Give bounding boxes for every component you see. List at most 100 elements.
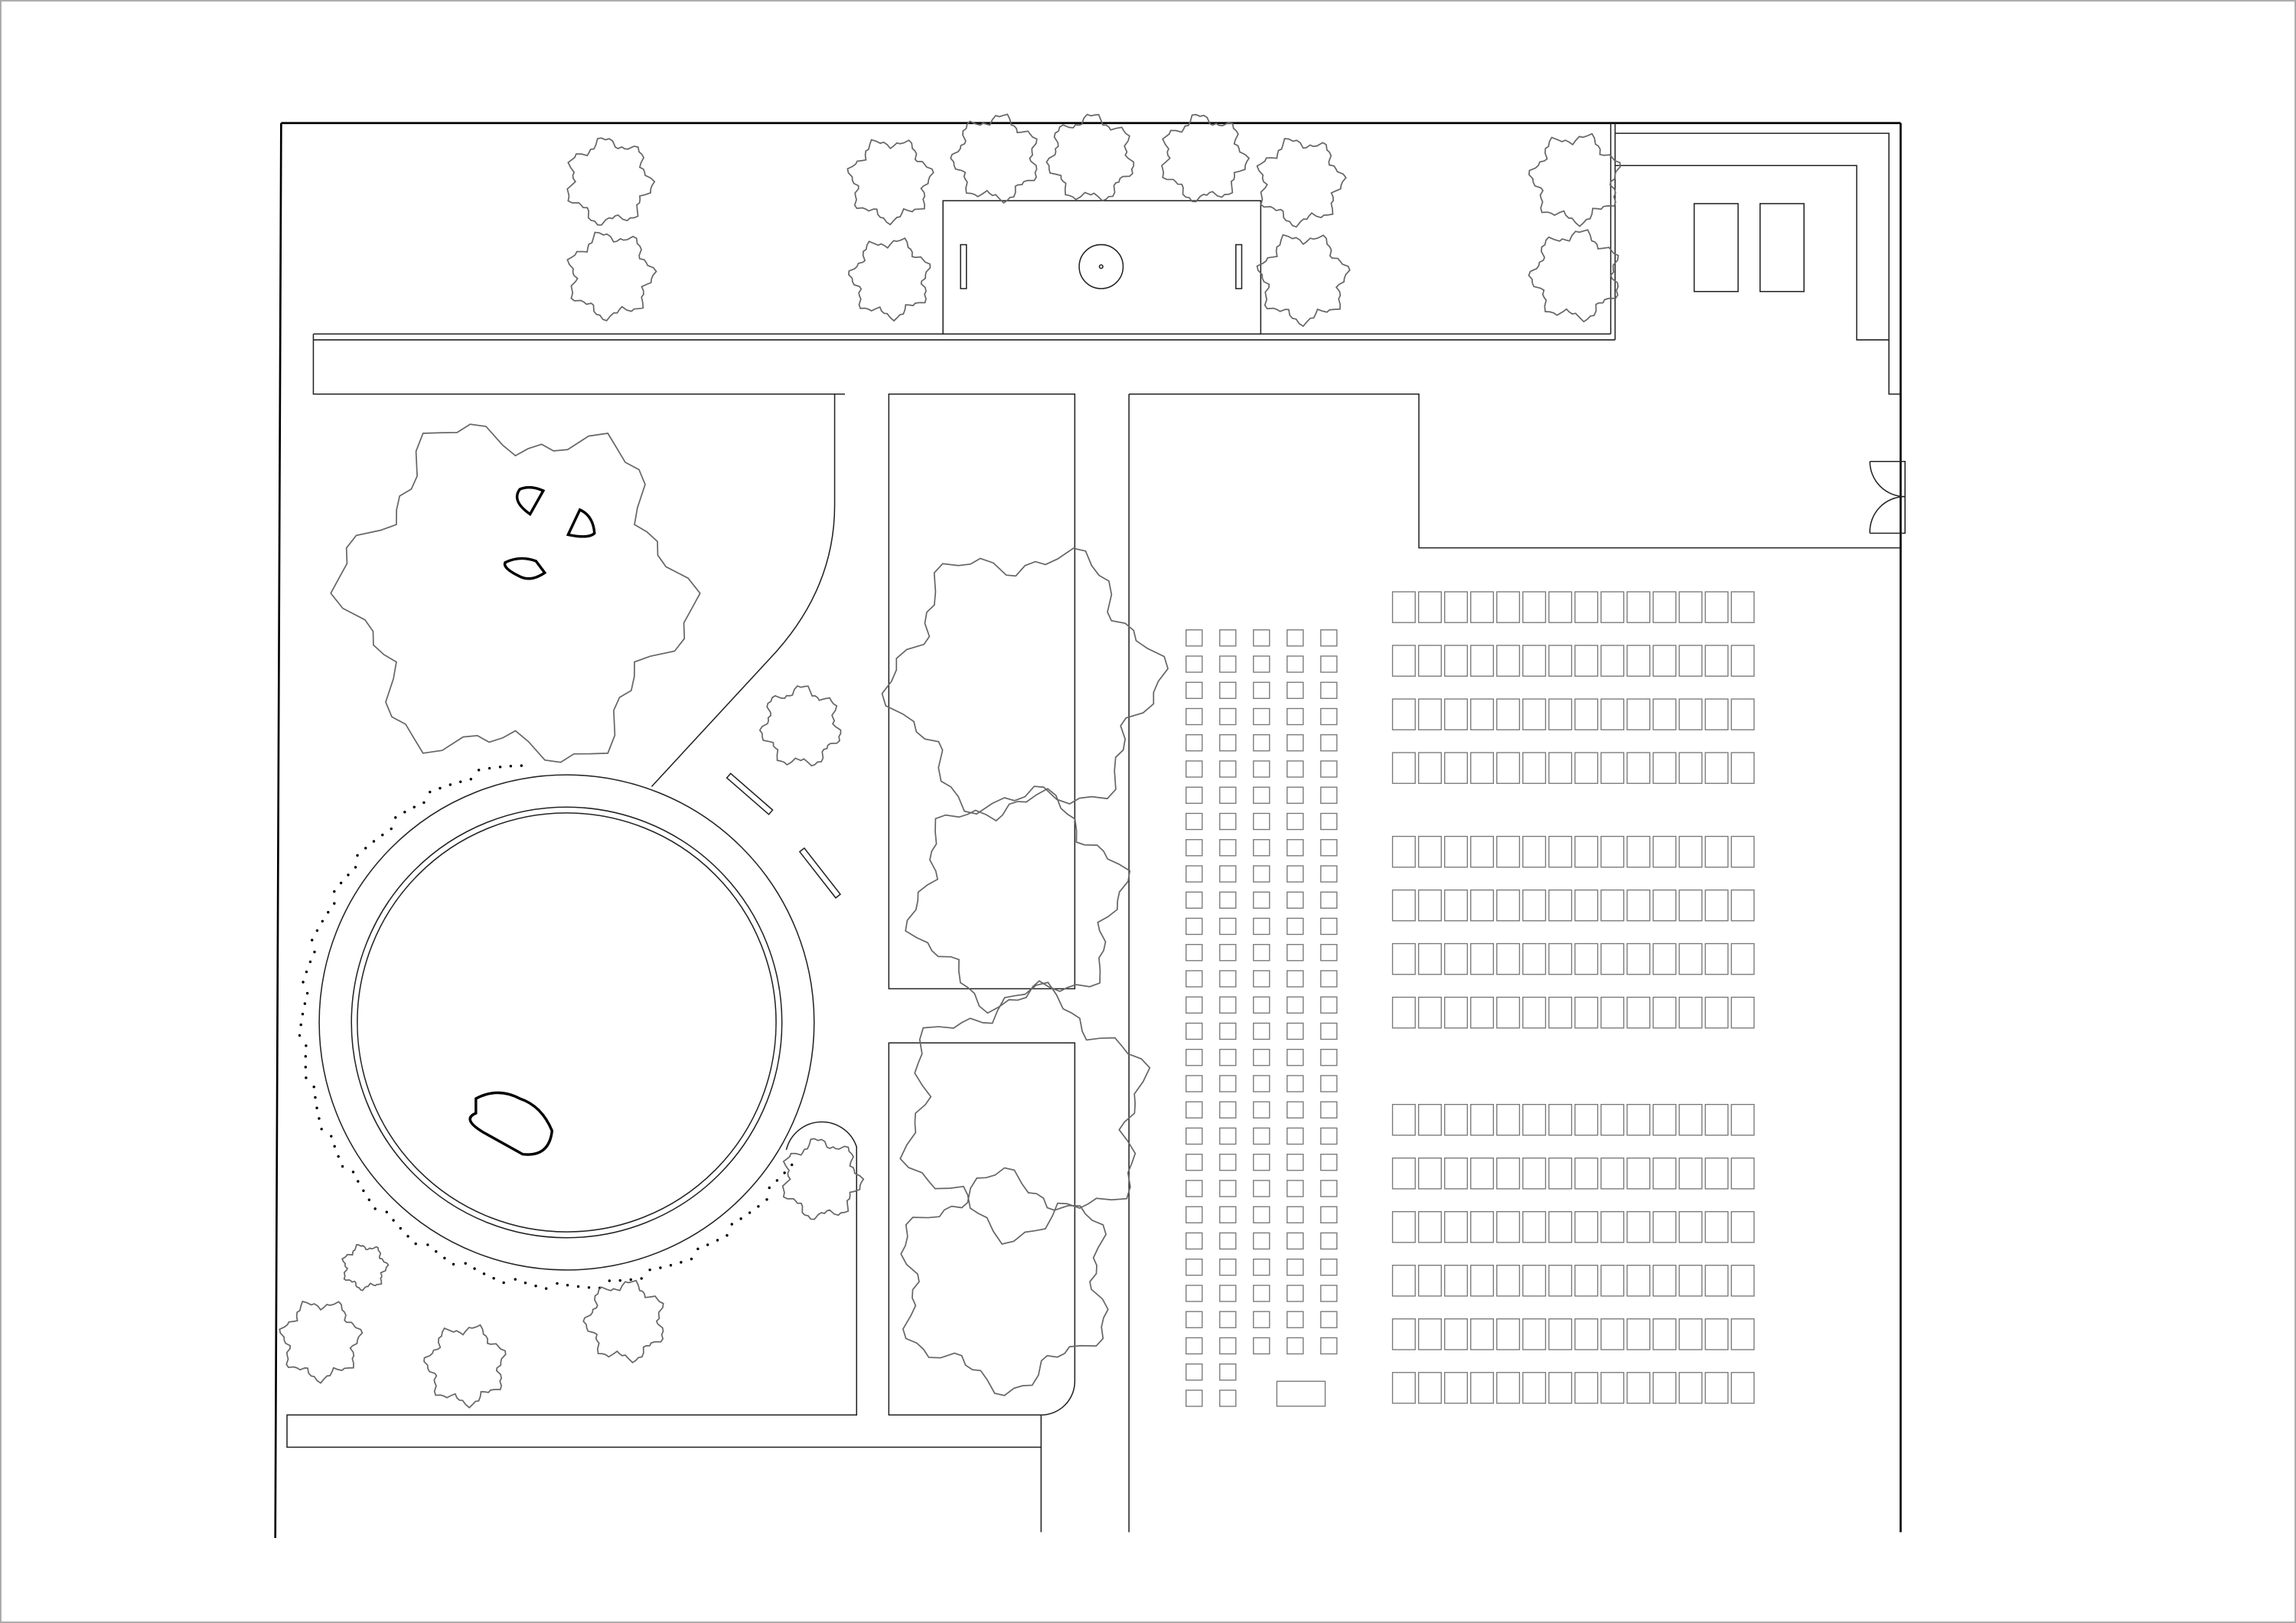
planting-dot xyxy=(301,1012,305,1016)
chair xyxy=(1320,760,1338,778)
tree-icon xyxy=(1528,229,1619,323)
bench-seat xyxy=(1600,835,1625,868)
bench-seat xyxy=(1652,1158,1677,1190)
chair xyxy=(1287,891,1304,909)
tree-icon xyxy=(1256,138,1347,228)
bench-seat xyxy=(1600,1265,1625,1297)
planting-dot xyxy=(429,790,432,794)
bench-seat xyxy=(1417,1158,1442,1190)
bench-seat xyxy=(1730,1158,1755,1190)
bench-seat xyxy=(1417,1103,1442,1136)
entrance-door[interactable] xyxy=(1869,460,1906,534)
planting-dot xyxy=(308,960,312,964)
bench-seat xyxy=(1600,1103,1625,1136)
bench-seat xyxy=(1391,835,1416,868)
bench-seat xyxy=(1652,835,1677,868)
chair xyxy=(1219,996,1237,1014)
planting-dot xyxy=(327,910,330,914)
planting-dot xyxy=(556,1282,559,1285)
chair xyxy=(1186,760,1203,778)
bench-seat xyxy=(1391,698,1416,730)
bench-seat xyxy=(1470,1158,1495,1190)
bench-seat xyxy=(1652,996,1677,1029)
bench-seat xyxy=(1626,752,1651,784)
bench-seat xyxy=(1391,1158,1416,1190)
bench-seat xyxy=(1443,1211,1468,1243)
bench-seat xyxy=(1522,835,1547,868)
bench-seat xyxy=(1704,942,1729,975)
chair xyxy=(1320,996,1338,1014)
bench-seat xyxy=(1704,1372,1729,1404)
bench-seat xyxy=(1522,996,1547,1029)
bench-seat xyxy=(1652,1211,1677,1243)
chair xyxy=(1186,655,1203,673)
bench-seat xyxy=(1574,1158,1599,1190)
chair xyxy=(1287,1049,1304,1066)
rocks xyxy=(468,485,596,1156)
bench-seat xyxy=(1574,752,1599,784)
chair xyxy=(1219,970,1237,988)
planting-dot xyxy=(566,1284,569,1287)
planting-dot xyxy=(576,1285,580,1288)
chair xyxy=(1253,944,1270,962)
bench-seat xyxy=(1626,835,1651,868)
bench-seat xyxy=(1391,591,1416,623)
planting-dot xyxy=(337,1154,340,1158)
bench-seat xyxy=(1730,698,1755,730)
planting-dot xyxy=(790,1163,794,1167)
planting-dot xyxy=(464,1262,467,1265)
bench-seat xyxy=(1600,1318,1625,1350)
tree-icon xyxy=(1528,132,1621,227)
bench-seat xyxy=(1470,1265,1495,1297)
bench-seat xyxy=(1704,645,1729,677)
planting-dot xyxy=(303,1002,307,1005)
planting-dot xyxy=(381,833,384,837)
chair xyxy=(1186,865,1203,883)
chair xyxy=(1320,655,1338,673)
planting-dot xyxy=(443,1256,446,1260)
chair xyxy=(1186,1232,1203,1250)
bench-seat xyxy=(1730,835,1755,868)
bench-seat xyxy=(1470,889,1495,922)
planting-dot xyxy=(544,1287,548,1290)
planting-dot xyxy=(783,1171,786,1174)
planting-dot xyxy=(640,1277,643,1280)
rock xyxy=(566,508,596,538)
bench-seat xyxy=(1443,942,1468,975)
bench-seat xyxy=(1522,645,1547,677)
chair xyxy=(1219,707,1237,726)
bench-seat xyxy=(1652,942,1677,975)
bench-seat xyxy=(1443,835,1468,868)
bench-seat xyxy=(1626,1318,1651,1350)
chair xyxy=(1287,1232,1304,1250)
chair xyxy=(1219,1259,1237,1276)
bench-seat xyxy=(1730,645,1755,677)
bench-seat xyxy=(1548,996,1573,1029)
bench-seat xyxy=(1626,996,1651,1029)
chair xyxy=(1320,1022,1338,1040)
bench-seat xyxy=(1443,752,1468,784)
planting-dot xyxy=(356,854,359,857)
bench-seat xyxy=(1574,591,1599,623)
planting-dot xyxy=(414,1242,417,1246)
tree-icon xyxy=(566,231,657,322)
bench-seat xyxy=(1600,591,1625,623)
chair xyxy=(1219,734,1237,752)
bench-seat xyxy=(1548,1318,1573,1350)
chair xyxy=(1253,1232,1270,1250)
planting-dot xyxy=(315,929,319,932)
planting-dot xyxy=(439,786,442,790)
bench-seat xyxy=(1704,1158,1729,1190)
planting-dot xyxy=(403,811,406,814)
bench-seat xyxy=(1652,889,1677,922)
bench-seat xyxy=(1652,698,1677,730)
chair xyxy=(1320,865,1338,883)
planting-dot xyxy=(726,1233,729,1237)
bench-seat xyxy=(1626,1265,1651,1297)
chair xyxy=(1219,1232,1237,1250)
chair xyxy=(1287,760,1304,778)
bench-seat xyxy=(1496,752,1521,784)
bench-seat xyxy=(1600,942,1625,975)
chair xyxy=(1219,1101,1237,1118)
chair xyxy=(1320,1075,1338,1092)
